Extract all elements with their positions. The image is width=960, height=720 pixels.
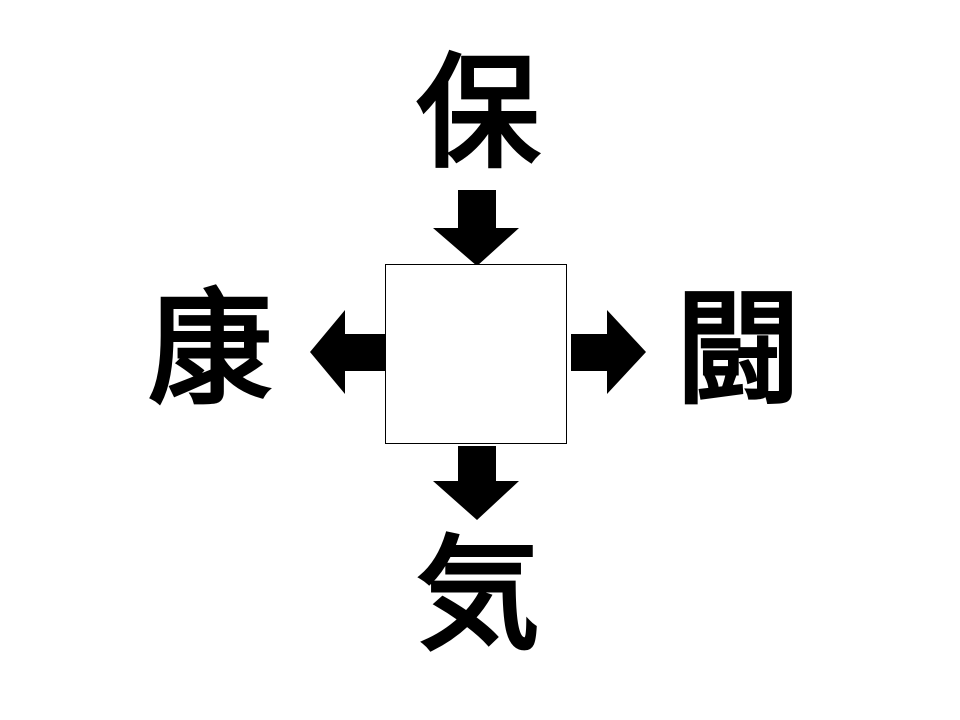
arrow-down-bottom-icon (433, 446, 519, 520)
bottom-kanji: 気 (415, 524, 540, 668)
left-kanji: 康 (147, 278, 272, 422)
arrow-left-icon (310, 310, 385, 394)
right-kanji: 闘 (675, 278, 800, 422)
arrow-down-top-icon (433, 190, 519, 266)
answer-box[interactable] (385, 264, 567, 444)
arrow-right-icon (571, 310, 646, 394)
top-kanji: 保 (415, 42, 540, 186)
